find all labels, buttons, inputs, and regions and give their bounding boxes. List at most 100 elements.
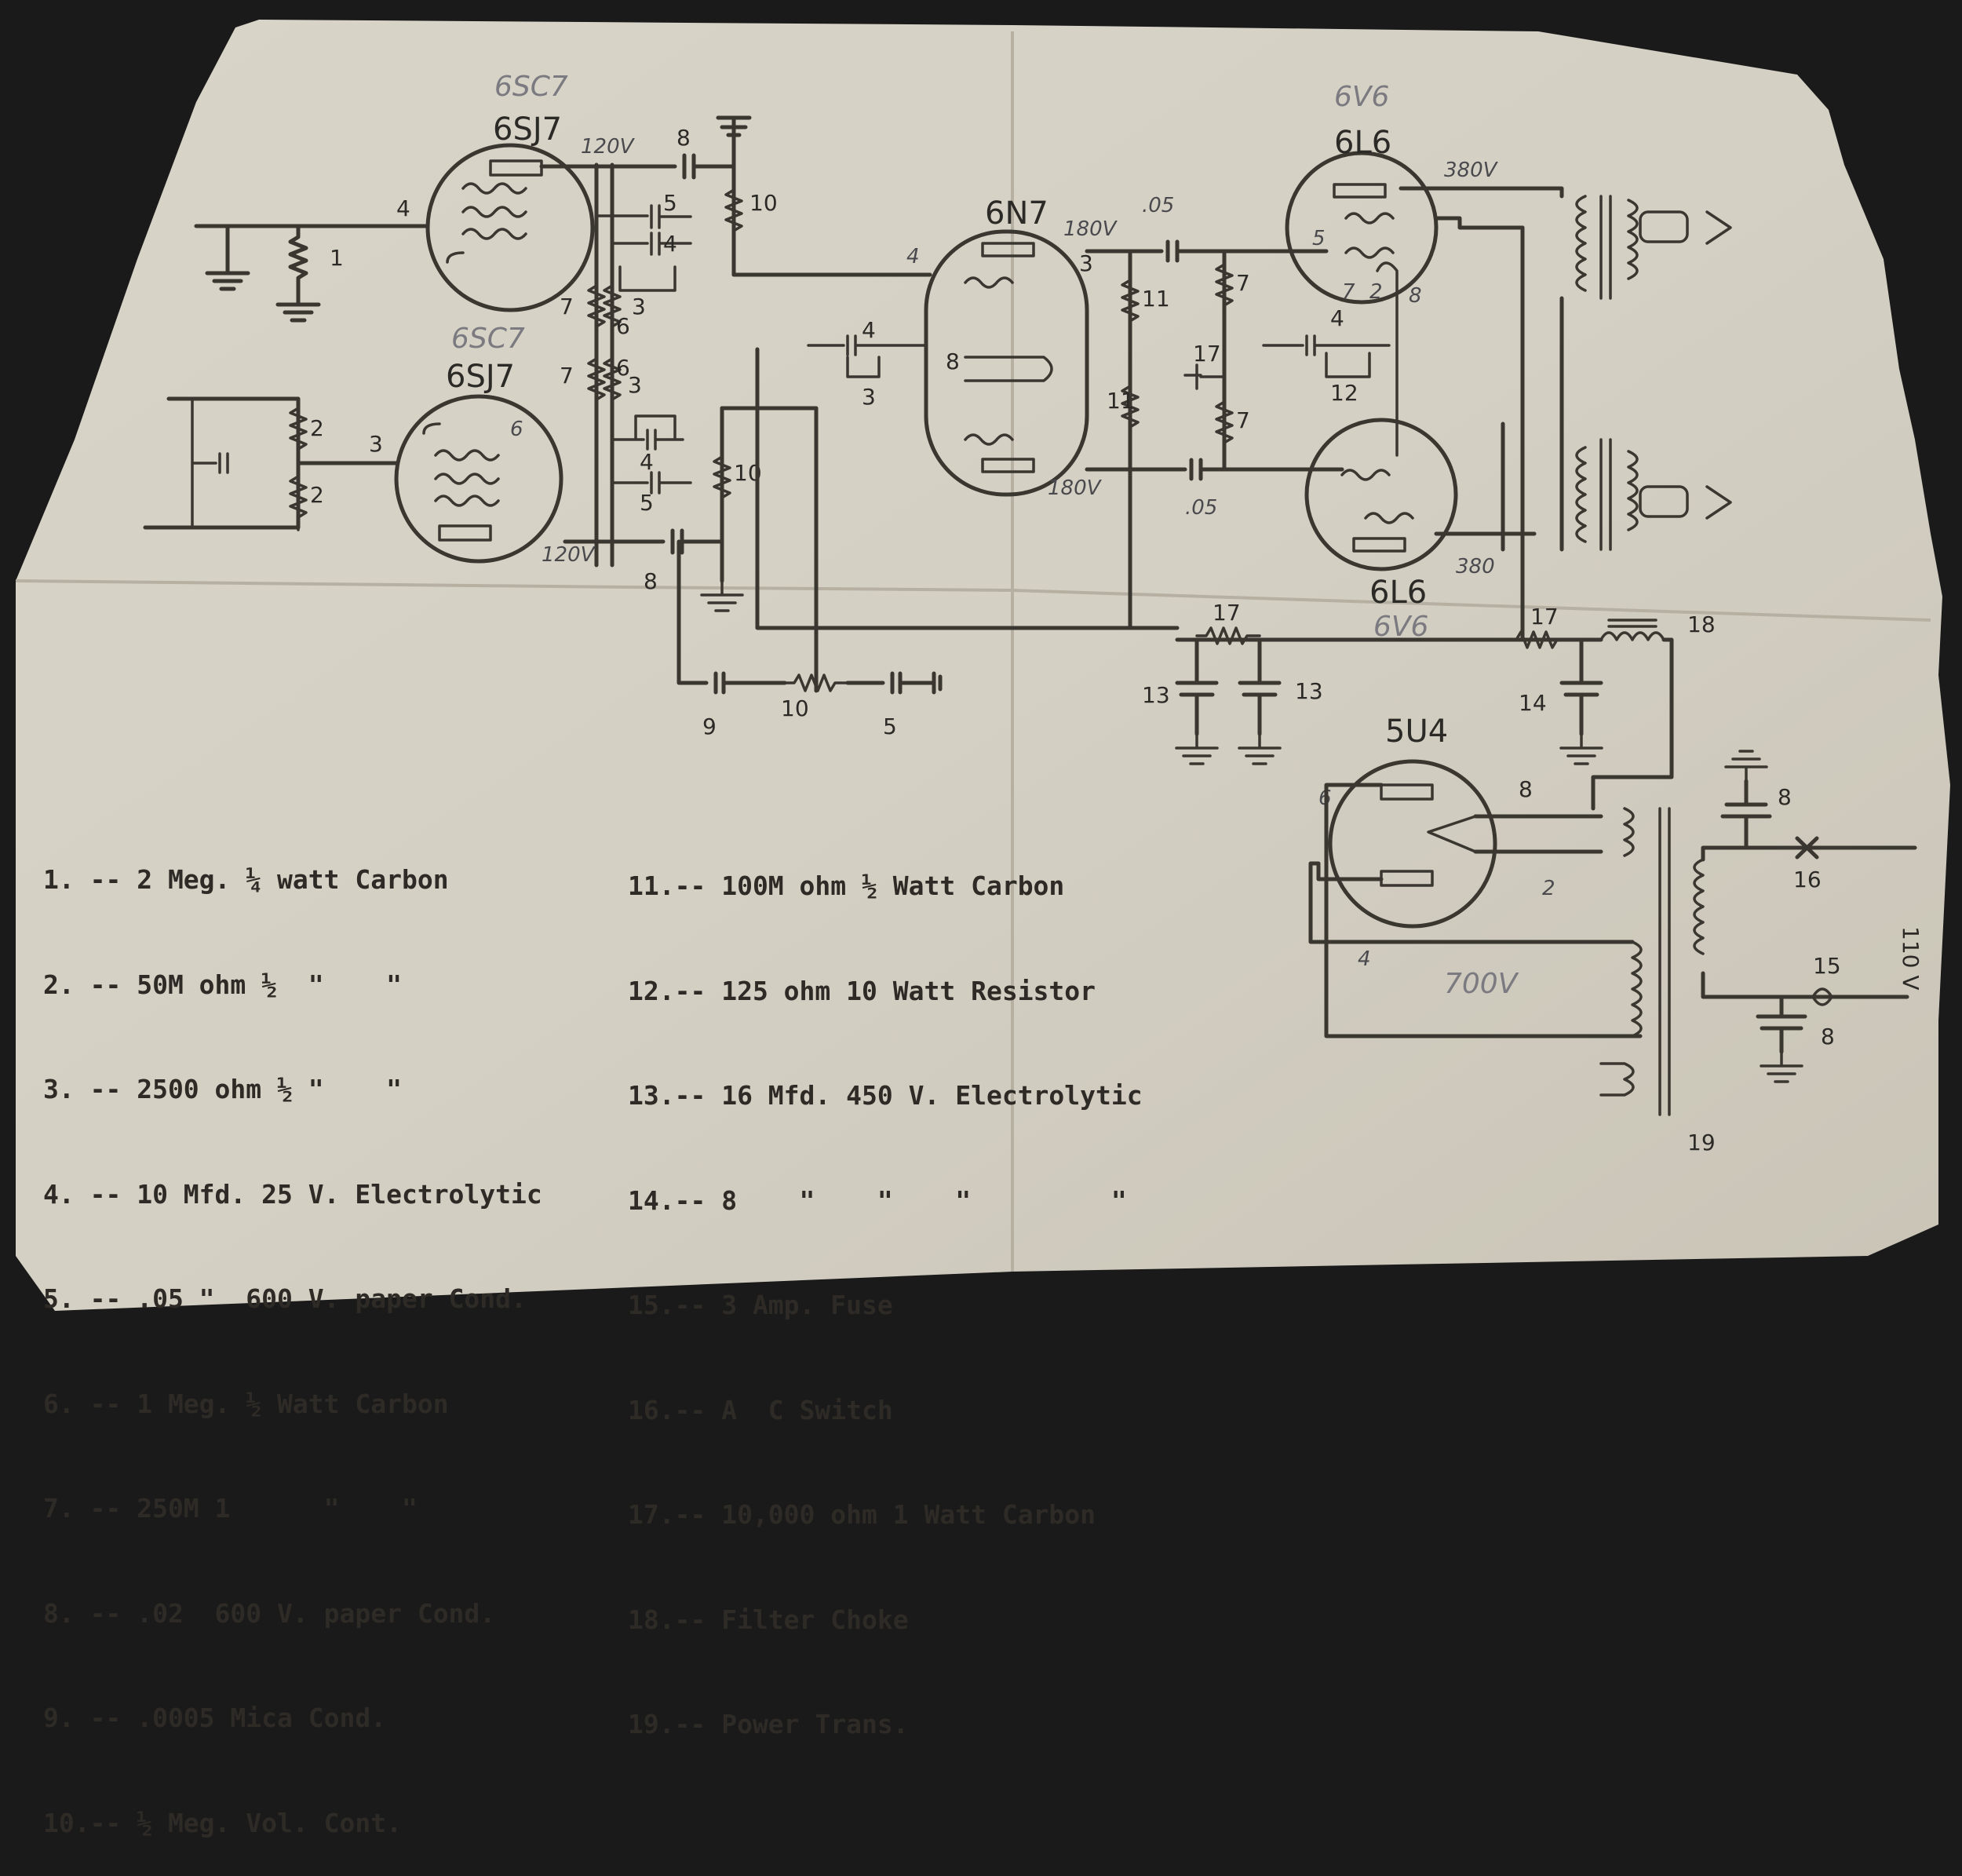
label-5b: 5 bbox=[640, 490, 654, 516]
note-180v-b: 180V bbox=[1048, 476, 1103, 500]
schematic-diagram: 6SJ7 6SC7 1 4 7 6 7 6 120V 8 5 4 3 10 6S… bbox=[15, 20, 1950, 1311]
legend-item: 6. -- 1 Meg. ½ Watt Carbon bbox=[43, 1388, 449, 1419]
note-180v-a: 180V bbox=[1063, 217, 1118, 241]
legend-item: 18.-- Filter Choke bbox=[628, 1604, 909, 1635]
paper-fold-horizontal bbox=[15, 579, 1931, 622]
note-380v-b: 380 bbox=[1456, 555, 1495, 578]
tube-v1-pencil-label: 6SC7 bbox=[494, 71, 568, 103]
label-3c: 3 bbox=[628, 372, 642, 398]
note-120v-b: 120V bbox=[542, 543, 596, 567]
label-17a: 17 bbox=[1193, 341, 1221, 367]
label-2b: 2 bbox=[310, 482, 324, 508]
legend-item: 9. -- .0005 Mica Cond. bbox=[43, 1703, 387, 1733]
tube-v5-pencil-label: 6V6 bbox=[1373, 611, 1428, 643]
label-3b: 3 bbox=[369, 431, 383, 457]
legend-item: 7. -- 250M 1 " " bbox=[43, 1493, 418, 1524]
note-pencil-2b: 2 bbox=[1542, 877, 1555, 900]
label-8-5u4: 8 bbox=[1519, 776, 1533, 802]
label-7b: 7 bbox=[560, 363, 574, 389]
legend-item: 8. -- .02 600 V. paper Cond. bbox=[43, 1597, 496, 1629]
label-4c: 4 bbox=[640, 449, 654, 475]
label-1: 1 bbox=[330, 245, 344, 271]
legend-item: 11.-- 100M ohm ½ Watt Carbon bbox=[628, 870, 1065, 901]
note-pencil-8: 8 bbox=[1409, 284, 1422, 308]
note-05-a: .05 bbox=[1142, 194, 1174, 217]
tube-v4-pencil-label: 6V6 bbox=[1334, 81, 1389, 113]
label-13b: 13 bbox=[1295, 678, 1323, 704]
tube-v4-label: 6L6 bbox=[1334, 125, 1391, 161]
tube-v2-pencil-label: 6SC7 bbox=[451, 323, 525, 355]
tube-v5-label: 6L6 bbox=[1369, 575, 1427, 611]
legend-item: 19.-- Power Trans. bbox=[628, 1709, 909, 1739]
legend-item: 10.-- ½ Meg. Vol. Cont. bbox=[43, 1807, 402, 1838]
paper-sheet bbox=[16, 20, 1950, 1311]
tube-v4 bbox=[1285, 151, 1439, 457]
note-700v: 700V bbox=[1444, 968, 1519, 1000]
label-8-pin: 8 bbox=[946, 349, 960, 374]
legend-right: 11.-- 100M ohm ½ Watt Carbon 12.-- 125 o… bbox=[628, 799, 1143, 1777]
label-4b: 4 bbox=[663, 231, 677, 257]
schematic-photo: 6SJ7 6SC7 1 4 7 6 7 6 120V 8 5 4 3 10 6S… bbox=[15, 20, 1950, 1838]
legend-item: 16.-- A C Switch bbox=[628, 1394, 893, 1425]
label-3d-pin: 3 bbox=[1079, 250, 1093, 276]
note-pencil-7: 7 bbox=[1342, 280, 1355, 304]
legend-item: 3. -- 2500 ohm ½ " " bbox=[43, 1074, 402, 1104]
label-8a: 8 bbox=[676, 125, 691, 151]
note-pencil-4: 4 bbox=[906, 245, 920, 268]
legend-item: 4. -- 10 Mfd. 25 V. Electrolytic bbox=[43, 1178, 542, 1210]
tube-v1-label: 6SJ7 bbox=[493, 111, 562, 148]
tube-v5 bbox=[1304, 418, 1458, 571]
label-11a: 11 bbox=[1142, 286, 1170, 312]
label-4a: 4 bbox=[396, 195, 410, 221]
tube-v3-label: 6N7 bbox=[985, 195, 1048, 232]
note-pencil-2: 2 bbox=[1369, 280, 1383, 304]
label-9: 9 bbox=[702, 714, 717, 739]
label-2a: 2 bbox=[310, 415, 324, 441]
tube-v6-label: 5U4 bbox=[1385, 714, 1448, 750]
label-3-cathode: 3 bbox=[862, 384, 876, 410]
tube-v2 bbox=[394, 394, 563, 564]
label-17c: 17 bbox=[1530, 604, 1559, 630]
mains-voltage-label: 110 V bbox=[1898, 926, 1924, 991]
label-19: 19 bbox=[1687, 1130, 1716, 1155]
label-16: 16 bbox=[1793, 867, 1822, 892]
label-4d: 4 bbox=[862, 317, 876, 343]
note-380v-a: 380V bbox=[1444, 159, 1499, 182]
label-8-mains-b: 8 bbox=[1821, 1024, 1835, 1049]
label-11b: 11 bbox=[1107, 388, 1135, 414]
label-7c: 7 bbox=[1236, 270, 1250, 296]
legend-item: 17.-- 10,000 ohm 1 Watt Carbon bbox=[628, 1499, 1096, 1530]
label-10c: 10 bbox=[781, 695, 809, 721]
tube-v3 bbox=[924, 229, 1089, 497]
note-05-b: .05 bbox=[1185, 496, 1217, 520]
label-13a: 13 bbox=[1142, 682, 1170, 708]
legend-item: 15.-- 3 Amp. Fuse bbox=[628, 1290, 893, 1320]
tube-v2-label: 6SJ7 bbox=[446, 359, 515, 395]
legend-left: 1. -- 2 Meg. ¼ watt Carbon 2. -- 50M ohm… bbox=[43, 793, 542, 1876]
note-pencil-5a: 5 bbox=[1312, 227, 1326, 250]
label-8-mains-a: 8 bbox=[1778, 784, 1792, 810]
label-6a: 6 bbox=[616, 313, 630, 339]
label-10a: 10 bbox=[749, 190, 778, 216]
label-14: 14 bbox=[1519, 690, 1547, 716]
label-4-cath: 4 bbox=[1330, 305, 1344, 331]
note-120v-a: 120V bbox=[581, 135, 636, 159]
note-pencil-4b: 4 bbox=[1358, 947, 1371, 971]
legend-item: 2. -- 50M ohm ½ " " bbox=[43, 969, 402, 1000]
label-5c: 5 bbox=[883, 714, 897, 739]
label-18: 18 bbox=[1687, 611, 1716, 637]
label-3a: 3 bbox=[632, 294, 646, 319]
label-7d: 7 bbox=[1236, 407, 1250, 433]
label-17b: 17 bbox=[1213, 600, 1241, 626]
label-6b: 6 bbox=[616, 355, 630, 381]
label-7a: 7 bbox=[560, 294, 574, 319]
label-5a: 5 bbox=[663, 190, 677, 216]
legend-item: 12.-- 125 ohm 10 Watt Resistor bbox=[628, 975, 1096, 1006]
label-8b: 8 bbox=[644, 568, 658, 594]
note-pencil-6: 6 bbox=[510, 418, 523, 441]
legend-item: 13.-- 16 Mfd. 450 V. Electrolytic bbox=[628, 1080, 1143, 1111]
legend-item: 1. -- 2 Meg. ¼ watt Carbon bbox=[43, 864, 449, 895]
label-15: 15 bbox=[1813, 953, 1841, 979]
label-12: 12 bbox=[1330, 380, 1358, 406]
legend-item: 5. -- .05 " 600 V. paper Cond. bbox=[43, 1283, 527, 1314]
